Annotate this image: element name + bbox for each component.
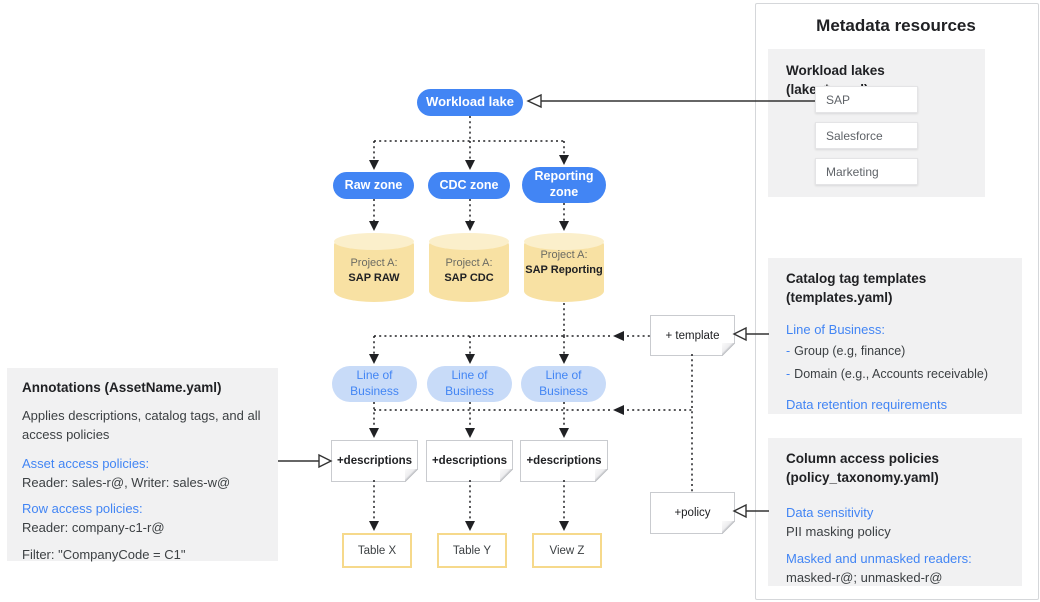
metadata-resources-title: Metadata resources (816, 16, 976, 35)
connector-lob-to-descriptions-arrowheads (369, 405, 624, 438)
project-sap-raw-label: Project A: SAP RAW (348, 257, 400, 285)
connector-zones-to-projects-arrowheads (369, 221, 569, 231)
column-policies-heading: Column access policies (policy_taxonomy.… (786, 451, 940, 485)
connector-lob-to-descriptions (373, 402, 692, 431)
template-note: + template (650, 315, 735, 356)
filter-value: Filter: "CompanyCode = C1" (22, 546, 186, 562)
data-retention-heading: Data retention requirements (786, 396, 948, 412)
project-sap-reporting-cylinder: Project A: SAP Reporting (524, 233, 604, 302)
annotations-card: Annotations (AssetName.yaml) Applies des… (7, 368, 278, 562)
project-sap-reporting-label: Project A: SAP Reporting (525, 249, 603, 277)
policy-note: +policy (650, 492, 735, 534)
asset-access-policies-value: Reader: sales-r@, Writer: sales-w@ (22, 474, 231, 490)
project-sap-cdc-cylinder: Project A: SAP CDC (429, 233, 509, 302)
line-of-business-node-3: Line of Business (521, 366, 606, 402)
table-x-node: Table X (342, 533, 412, 568)
cdc-zone-node: CDC zone (428, 172, 510, 199)
data-sensitivity-value: PII masking policy (786, 523, 891, 539)
project-sap-raw-cylinder: Project A: SAP RAW (334, 233, 414, 302)
view-z-node: View Z (532, 533, 602, 568)
asset-access-policies-heading: Asset access policies: (22, 455, 150, 471)
connector-template-branch-arrowheads (369, 331, 624, 364)
descriptions-note-3: +descriptions (520, 440, 608, 482)
table-y-node: Table Y (437, 533, 507, 568)
workload-lakes-card: Workload lakes (lakes*.yaml) SAP Salesfo… (768, 49, 985, 197)
lob-template-bullet-group: -Group (e.g, finance) (786, 343, 906, 358)
connector-lake-to-zones (373, 116, 565, 162)
arrow-annotations-to-descriptions (278, 453, 333, 469)
row-access-policies-value: Reader: company-c1-r@ (22, 519, 165, 535)
lob-template-bullet-domain: -Domain (e.g., Accounts receivable) (786, 366, 989, 381)
connector-descriptions-to-assets (373, 480, 565, 524)
column-access-policies-card: Column access policies (policy_taxonomy.… (768, 438, 1022, 586)
lake-item-sap: SAP (815, 86, 918, 113)
annotations-card-title: Annotations (AssetName.yaml) (22, 380, 222, 395)
reporting-zone-node: Reporting zone (522, 167, 606, 203)
connector-descriptions-to-assets-arrowheads (369, 521, 569, 531)
lake-item-marketing: Marketing (815, 158, 918, 185)
workload-lake-node: Workload lake (417, 89, 523, 116)
masked-readers-heading: Masked and unmasked readers: (786, 550, 972, 566)
data-sensitivity-heading: Data sensitivity (786, 504, 874, 520)
connector-template-branch-to-lob (373, 335, 650, 357)
lob-template-heading: Line of Business: (786, 321, 886, 337)
line-of-business-node-2: Line of Business (427, 366, 512, 402)
annotations-body-text: Applies descriptions, catalog tags, and … (22, 407, 261, 442)
descriptions-note-2: +descriptions (426, 440, 513, 482)
project-sap-cdc-label: Project A: SAP CDC (444, 257, 494, 285)
masked-readers-value: masked-r@; unmasked-r@ (786, 569, 943, 585)
descriptions-note-1: +descriptions (331, 440, 418, 482)
catalog-templates-heading: Catalog tag templates (templates.yaml) (786, 271, 927, 305)
line-of-business-node-1: Line of Business (332, 366, 417, 402)
catalog-tag-templates-card: Catalog tag templates (templates.yaml) L… (768, 258, 1022, 414)
row-access-policies-heading: Row access policies: (22, 500, 143, 516)
raw-zone-node: Raw zone (333, 172, 414, 199)
lake-item-salesforce: Salesforce (815, 122, 918, 149)
